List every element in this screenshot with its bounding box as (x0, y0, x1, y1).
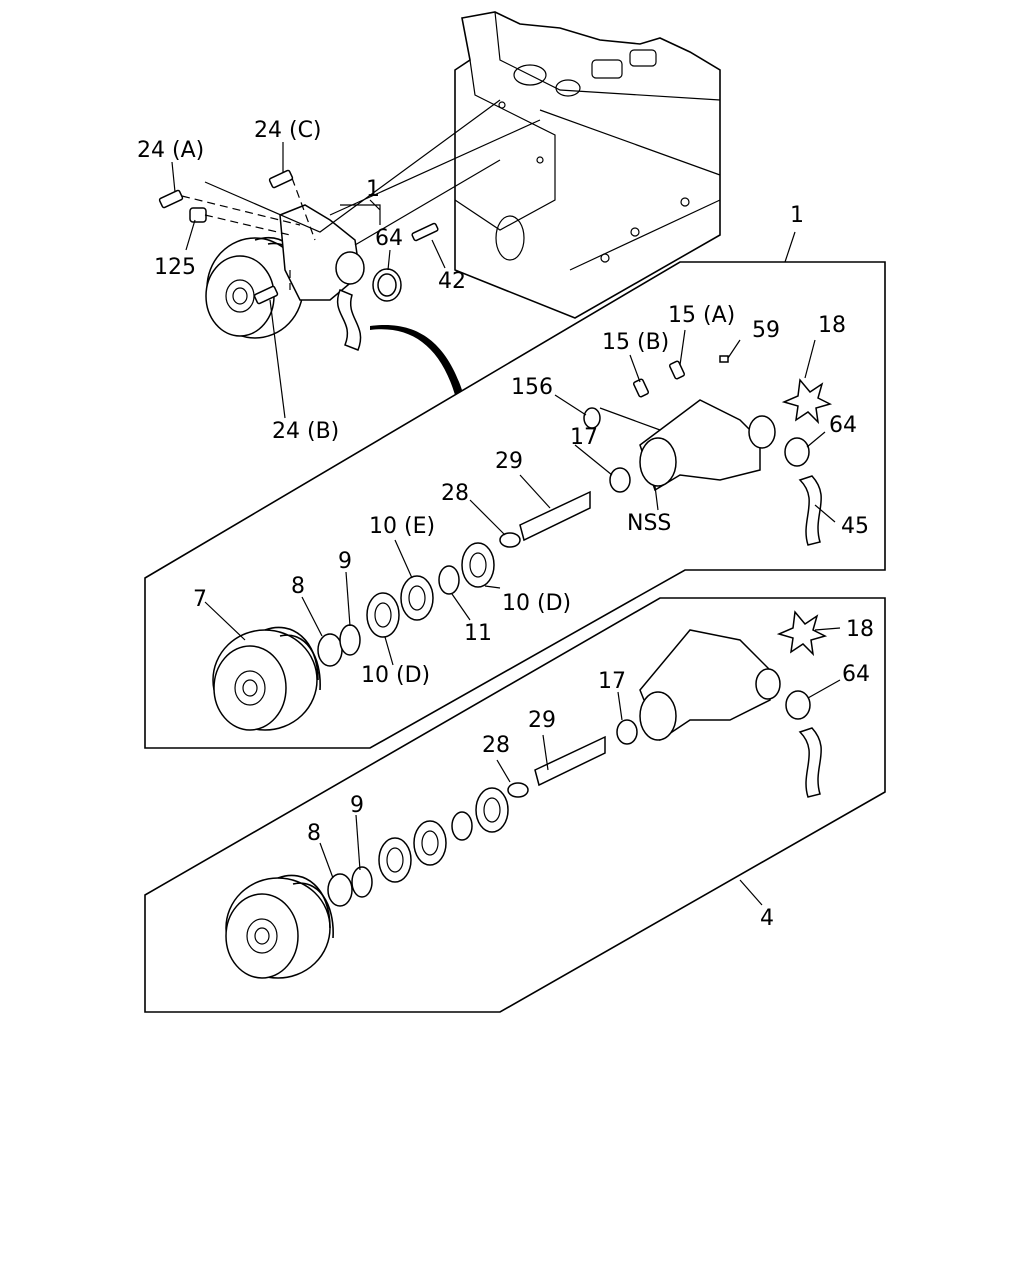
callout-8-panel1: 8 (291, 574, 305, 599)
callout-24b: 24 (B) (272, 419, 339, 444)
callout-29-panel4: 29 (528, 708, 556, 733)
callout-nss: NSS (627, 511, 671, 536)
callout-labels: 24 (A) 24 (C) 1 64 125 42 24 (B) 1 15 (A… (137, 118, 874, 931)
callout-17-panel1: 17 (570, 425, 598, 450)
callout-156: 156 (511, 375, 553, 400)
callout-29-panel1: 29 (495, 449, 523, 474)
callout-1-panel: 1 (790, 203, 804, 228)
engine-block-outline (454, 11, 721, 319)
callout-10e: 10 (E) (369, 514, 435, 539)
callout-11: 11 (464, 621, 492, 646)
callout-18-panel1: 18 (818, 313, 846, 338)
panel-assembly-4 (144, 597, 886, 1013)
panel-4-parts (225, 610, 828, 979)
panel-1-parts (212, 355, 833, 731)
callout-125: 125 (154, 255, 196, 280)
callout-28-panel4: 28 (482, 733, 510, 758)
callout-24c: 24 (C) (254, 118, 322, 143)
leader-lines (171, 142, 841, 879)
callout-9-panel1: 9 (338, 549, 352, 574)
callout-45: 45 (841, 514, 869, 539)
callout-10d-left: 10 (D) (361, 663, 430, 688)
callout-64-panel1: 64 (829, 413, 857, 438)
callout-1-top: 1 (366, 177, 380, 202)
callout-15b: 15 (B) (602, 330, 669, 355)
callout-64-panel4: 64 (842, 662, 870, 687)
callout-9-panel4: 9 (350, 793, 364, 818)
panel-assembly-1 (144, 231, 886, 749)
callout-42: 42 (438, 269, 466, 294)
callout-59: 59 (752, 318, 780, 343)
callout-17-panel4: 17 (598, 669, 626, 694)
callout-7: 7 (193, 587, 207, 612)
callout-10d-right: 10 (D) (502, 591, 571, 616)
callout-8-panel4: 8 (307, 821, 321, 846)
callout-24a: 24 (A) (137, 138, 204, 163)
callout-4: 4 (760, 906, 774, 931)
callout-18-panel4: 18 (846, 617, 874, 642)
callout-28-panel1: 28 (441, 481, 469, 506)
callout-64-top: 64 (375, 226, 403, 251)
callout-15a: 15 (A) (668, 303, 735, 328)
assembled-pump-illustration (158, 99, 541, 395)
